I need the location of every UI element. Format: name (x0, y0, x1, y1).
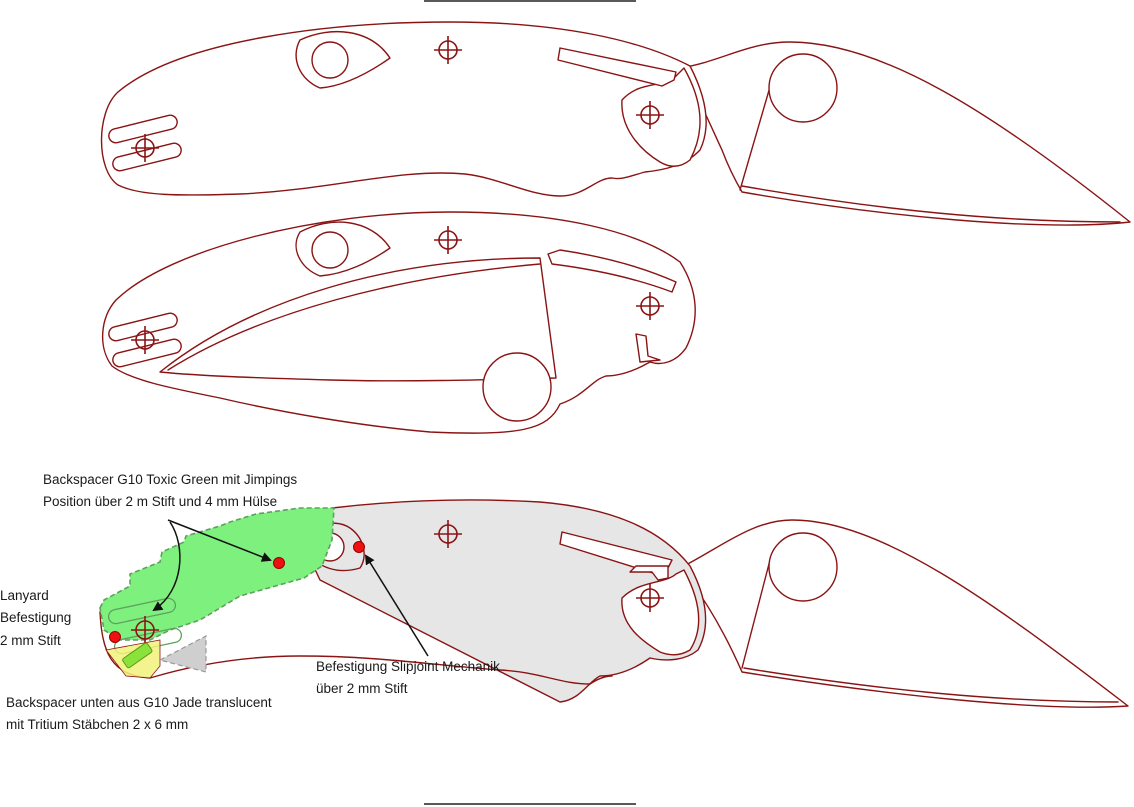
arrow-backspacer-to-green (152, 521, 181, 612)
parts-spring-clip (629, 565, 669, 581)
handle-open (100, 21, 707, 197)
blade-parts (679, 519, 1129, 708)
parts-lanyard-slot-upper (107, 597, 177, 625)
knife-open-view (100, 21, 1131, 226)
blade-open (679, 41, 1131, 226)
removed-triangle (158, 635, 207, 673)
closed-blade-thumb-hole (482, 352, 552, 422)
label-backspacer-top-2: Position über 2 m Stift und 4 mm Hülse (43, 494, 277, 509)
spring-slot (557, 47, 677, 87)
label-slipjoint-1: Befestigung Slipjoint Mechanik (316, 659, 500, 674)
parts-blade-grind (741, 559, 771, 669)
closed-spring (547, 249, 677, 293)
arrow-backspacer-to-pin (167, 519, 272, 562)
label-backspacer-top-1: Backspacer G10 Toxic Green mit Jimpings (43, 472, 297, 487)
tritium-stick (122, 642, 153, 669)
label-slipjoint-2: über 2 mm Stift (316, 681, 408, 696)
parts-bolster (621, 569, 700, 656)
arrow-slipjoint (364, 554, 429, 657)
pin-marker-lanyard (109, 631, 121, 643)
label-lanyard-2: Befestigung (0, 610, 71, 625)
closed-bolster-notch (635, 333, 661, 363)
handle-large-hole (311, 41, 349, 79)
knife-closed-view (101, 211, 696, 434)
knife-parts-view (99, 499, 1129, 708)
blade-closed-edge (167, 263, 541, 371)
label-lanyard-3: 2 mm Stift (0, 633, 61, 648)
blade-thumb-hole (768, 53, 838, 123)
label-lanyard-1: Lanyard (0, 588, 49, 603)
label-backspacer-bottom-1: Backspacer unten aus G10 Jade translucen… (6, 695, 272, 710)
blade-edge-bevel (741, 185, 1121, 223)
blade-grind-line (739, 79, 773, 191)
pin-marker-backspacer (273, 557, 285, 569)
label-backspacer-bottom-2: mit Tritium Stäbchen 2 x 6 mm (6, 717, 188, 732)
parts-blade-thumb-hole (768, 532, 838, 602)
closed-large-hole (311, 231, 349, 269)
pin-marker-slipjoint (353, 541, 365, 553)
parts-blade-bevel (743, 667, 1119, 703)
